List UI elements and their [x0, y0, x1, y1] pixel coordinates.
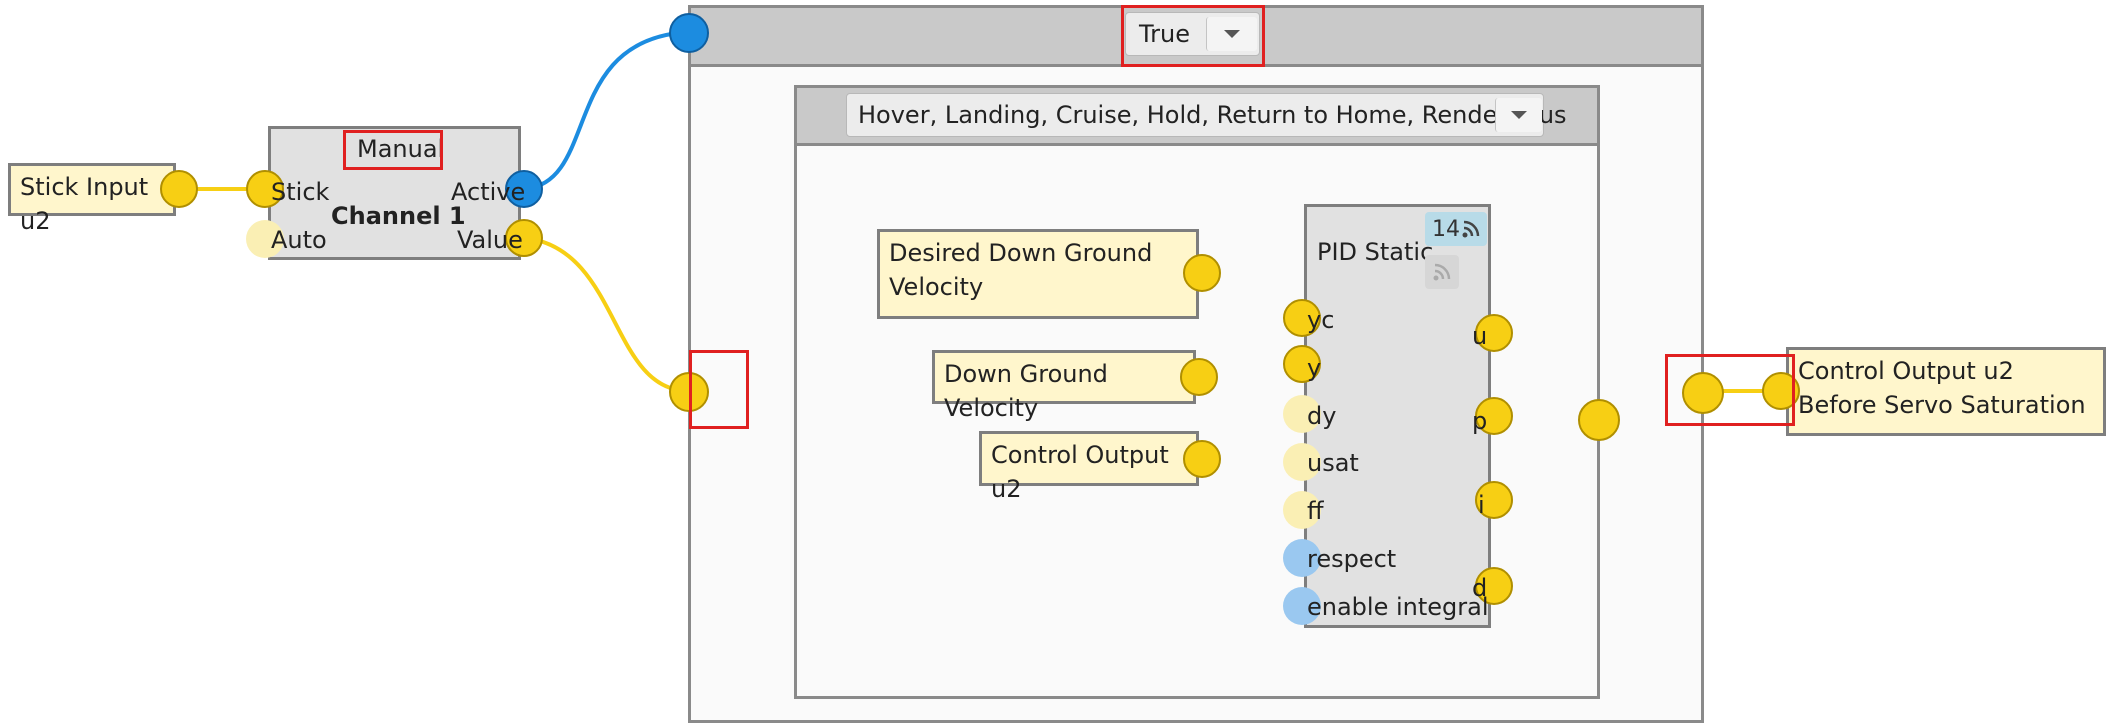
pid-secondary-badge[interactable]	[1425, 255, 1459, 289]
pid-input-port-ff[interactable]	[1283, 491, 1321, 529]
pid-output-label-i: i	[1478, 491, 1485, 519]
channel-value-port[interactable]	[505, 219, 543, 257]
channel-stick-label: Stick	[271, 178, 330, 206]
highlight-outer-switch-selector	[1121, 5, 1265, 67]
pid-title: PID Static	[1317, 238, 1434, 266]
pid-input-label-enable-integral: enable integral	[1307, 593, 1489, 621]
inner-switch-selector[interactable]: Hover, Landing, Cruise, Hold, Return to …	[846, 93, 1567, 137]
highlight-outer-frame-input	[689, 350, 749, 429]
pid-rate-badge[interactable]: 14	[1425, 212, 1487, 246]
pid-output-label-d: d	[1472, 574, 1488, 602]
desired-velocity-node[interactable]: Desired Down Ground Velocity	[877, 229, 1199, 319]
pid-input-label-usat: usat	[1307, 449, 1359, 477]
outer-switch-dropdown-button[interactable]	[1206, 17, 1257, 51]
rss-feed-icon	[1433, 263, 1451, 281]
output-label: Control Output u2 Before Servo Saturatio…	[1798, 357, 2086, 419]
chevron-down-icon	[1511, 111, 1527, 119]
pid-input-port-enable-integral[interactable]	[1283, 587, 1321, 625]
down-velocity-label: Down Ground Velocity	[944, 360, 1108, 422]
pid-output-port-p[interactable]	[1475, 397, 1513, 435]
rss-feed-icon	[1462, 220, 1480, 238]
channel-title: Channel 1	[331, 202, 466, 230]
outer-frame-active-port[interactable]	[669, 13, 709, 53]
pid-output-port-i[interactable]	[1475, 481, 1513, 519]
pid-input-label-respect: respect	[1307, 545, 1397, 573]
wire-value-to-outer-switch	[524, 236, 690, 393]
pid-input-port-dy[interactable]	[1283, 395, 1321, 433]
outer-frame-output-port[interactable]	[1682, 372, 1724, 414]
control-output-output-port[interactable]	[1183, 440, 1221, 478]
inner-frame-output-port[interactable]	[1578, 399, 1620, 441]
desired-velocity-output-port[interactable]	[1183, 254, 1221, 292]
down-velocity-node[interactable]: Down Ground Velocity	[932, 350, 1196, 422]
pid-input-label-ff: ff	[1307, 497, 1324, 525]
pid-input-label-y: y	[1307, 354, 1322, 382]
outer-switch-selector[interactable]: True	[1125, 12, 1260, 56]
inner-switch-value: Hover, Landing, Cruise, Hold, Return to …	[858, 101, 1567, 129]
highlight-output-ports	[1665, 354, 1795, 426]
control-output-node[interactable]: Control Output u2	[979, 431, 1199, 503]
pid-output-port-d[interactable]	[1475, 567, 1513, 605]
pid-block[interactable]	[1304, 204, 1491, 628]
down-velocity-output-port[interactable]	[1180, 358, 1218, 396]
highlight-channel-mode	[343, 130, 443, 170]
pid-input-port-respect[interactable]	[1283, 539, 1321, 577]
output-node[interactable]: Control Output u2 Before Servo Saturatio…	[1786, 347, 2106, 436]
channel-active-port[interactable]	[505, 170, 543, 208]
pid-input-port-usat[interactable]	[1283, 443, 1321, 481]
stick-input-output-port[interactable]	[160, 170, 198, 208]
pid-input-port-y[interactable]	[1283, 345, 1321, 383]
channel-value-label: Value	[457, 226, 523, 254]
pid-output-port-u[interactable]	[1475, 314, 1513, 352]
chevron-down-icon	[1224, 30, 1240, 38]
stick-input-label: Stick Input u2	[20, 173, 149, 235]
wire-active-to-outer-switch	[524, 30, 690, 191]
outer-switch-value: True	[1139, 20, 1190, 48]
channel-auto-label: Auto	[271, 226, 327, 254]
channel-mode-label: Manual	[357, 135, 445, 163]
desired-velocity-label: Desired Down Ground Velocity	[889, 239, 1153, 301]
pid-input-label-dy: dy	[1307, 402, 1337, 430]
control-output-label: Control Output u2	[991, 441, 1169, 503]
pid-output-label-u: u	[1472, 322, 1488, 350]
channel-block[interactable]	[268, 126, 521, 260]
pid-input-label-yc: yc	[1307, 306, 1335, 334]
channel-active-label: Active	[451, 178, 526, 206]
pid-output-label-p: p	[1472, 407, 1488, 435]
channel-stick-port[interactable]	[246, 170, 284, 208]
inner-switch-dropdown-button[interactable]	[1495, 98, 1542, 132]
stick-input-node[interactable]: Stick Input u2	[8, 163, 176, 235]
pid-input-port-yc[interactable]	[1283, 299, 1321, 337]
pid-rate-value: 14	[1432, 216, 1460, 242]
channel-auto-port[interactable]	[246, 220, 284, 258]
